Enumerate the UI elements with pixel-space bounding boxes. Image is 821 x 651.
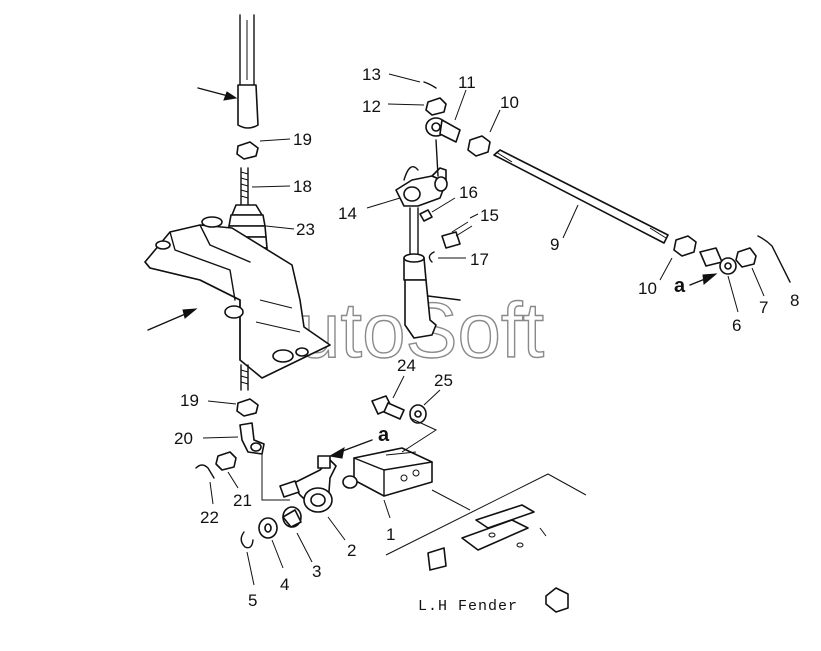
part-20-rod-end	[239, 422, 265, 455]
svg-text:a: a	[378, 424, 390, 446]
callout-13: 13	[362, 65, 381, 84]
arrow-upper	[197, 87, 238, 101]
fender-outline	[385, 473, 587, 571]
callout-11: 11	[458, 73, 476, 92]
callout-18: 18	[293, 177, 312, 196]
part-12-nut	[425, 97, 447, 116]
callout-15: 15	[480, 206, 499, 225]
part-14-lever	[395, 166, 448, 207]
callout-12: 12	[362, 97, 381, 116]
callout-16: 16	[459, 183, 478, 202]
part-24-bolt	[371, 395, 405, 420]
part-6-rod-end	[699, 247, 737, 275]
bracket	[144, 216, 331, 379]
part-7-nut	[735, 247, 757, 268]
callout-3: 3	[312, 562, 321, 581]
callout-1: 1	[386, 525, 395, 544]
callout-8: 8	[790, 291, 799, 310]
rod-lower-stub	[240, 364, 249, 391]
part-8-pin	[757, 235, 791, 283]
arrow-lower	[147, 308, 198, 331]
caption-lh-fender: L.H Fender	[418, 598, 518, 615]
callout-10-lower: 10	[638, 279, 657, 298]
part-1-block	[342, 447, 433, 497]
lever-rod	[237, 14, 259, 129]
part-11-rod-end	[425, 117, 461, 143]
part-22-cotter-pin	[195, 464, 215, 479]
part-10-nut-upper	[467, 135, 491, 157]
part-17-clip	[428, 251, 435, 263]
callout-5: 5	[248, 591, 257, 610]
callout-10-upper: 10	[500, 93, 519, 112]
part-25-washer	[409, 404, 427, 424]
part-21-nut	[215, 451, 237, 471]
part-19-nut-lower	[236, 398, 259, 417]
part-2-lever	[279, 455, 337, 513]
callout-9: 9	[550, 235, 559, 254]
callout-24: 24	[397, 356, 416, 375]
callout-22: 22	[200, 508, 219, 527]
fender-icon	[545, 587, 569, 613]
part-10-nut-lower	[673, 235, 697, 257]
part-19-nut-upper	[236, 141, 259, 160]
callout-19-lower: 19	[180, 391, 199, 410]
callout-14: 14	[338, 204, 357, 223]
callout-20: 20	[174, 429, 193, 448]
svg-text:a: a	[674, 275, 686, 297]
part-18-threaded-rod	[240, 167, 249, 206]
part-15-bolt	[441, 221, 473, 249]
callout-25: 25	[434, 371, 453, 390]
callout-7: 7	[759, 298, 768, 317]
part-3-bushing	[282, 506, 302, 528]
shaft	[403, 207, 461, 339]
callout-21: 21	[233, 491, 252, 510]
callout-2: 2	[347, 541, 356, 560]
marker-a-right: a	[674, 273, 718, 297]
part-5-snap-ring	[240, 531, 254, 549]
callout-23: 23	[296, 220, 315, 239]
marker-a-left: a	[328, 424, 390, 459]
part-13-pin	[423, 81, 437, 89]
part-9-rod	[493, 149, 669, 244]
part-16-washer	[419, 209, 433, 222]
callout-4: 4	[280, 575, 289, 594]
callout-17: 17	[470, 250, 489, 269]
callout-6: 6	[732, 316, 741, 335]
part-4-washer	[258, 517, 278, 539]
callout-19-upper: 19	[293, 130, 312, 149]
